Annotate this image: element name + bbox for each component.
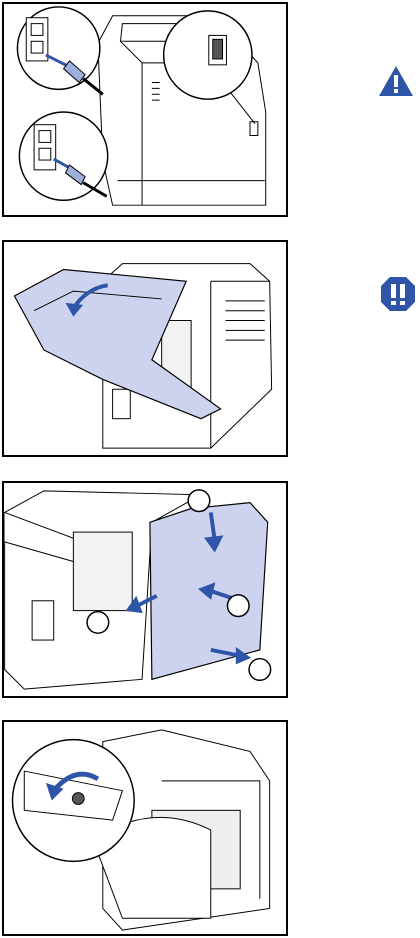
fastener-magnifier — [13, 740, 135, 862]
warning-triangle-icon — [377, 64, 415, 98]
printer-unplug-illustration — [4, 4, 286, 215]
fastener-turn-illustration — [4, 722, 286, 934]
wall-outlet-magnifier — [17, 7, 102, 94]
double-exclamation-icon — [380, 276, 416, 312]
side-panel-removal-illustration — [4, 483, 286, 696]
step-1-panel — [2, 2, 288, 217]
rear-door-open-illustration — [4, 242, 286, 455]
step-4-panel — [2, 720, 288, 936]
step-3-panel — [2, 481, 288, 698]
step-2-panel — [2, 240, 288, 457]
printer-cord-magnifier — [19, 112, 107, 200]
